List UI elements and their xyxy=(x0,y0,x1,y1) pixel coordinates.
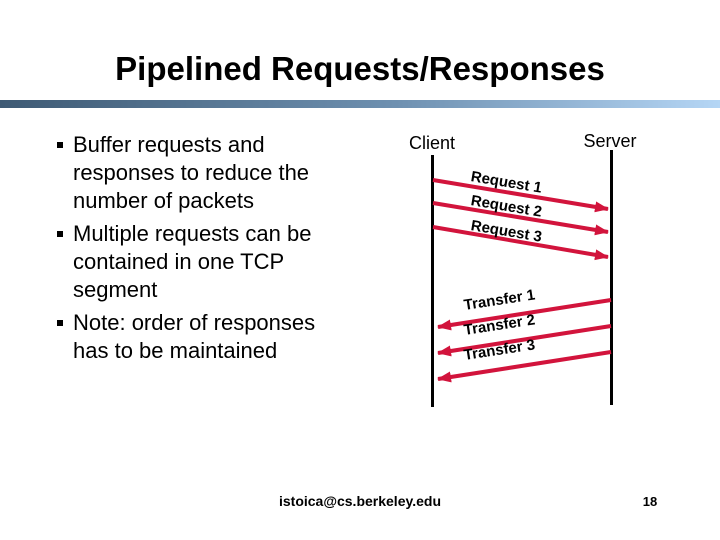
server-label: Server xyxy=(583,131,637,151)
request-1-arrow xyxy=(432,178,609,213)
list-item: Buffer requests and responses to reduce … xyxy=(55,131,345,215)
footer-email: istoica@cs.berkeley.edu xyxy=(278,493,442,509)
square-bullet-icon xyxy=(57,142,63,148)
transfer-1-label: Transfer 1 xyxy=(462,286,537,314)
transfer-3-arrow xyxy=(437,350,612,383)
transfer-1-arrow xyxy=(437,298,612,331)
footer-page-number: 18 xyxy=(642,494,658,509)
request-2-arrow xyxy=(432,201,609,236)
square-bullet-icon xyxy=(57,231,63,237)
bullet-text: Note: order of responses has to be maint… xyxy=(73,310,316,363)
bullet-text: Buffer requests and responses to reduce … xyxy=(73,132,310,213)
square-bullet-icon xyxy=(57,320,63,326)
request-1-label: Request 1 xyxy=(469,168,544,197)
request-2-label: Request 2 xyxy=(469,192,544,221)
bullet-list: Buffer requests and responses to reduce … xyxy=(55,131,345,370)
transfer-3-label: Transfer 3 xyxy=(462,336,537,364)
transfer-2-label: Transfer 2 xyxy=(462,311,537,339)
bullet-text: Multiple requests can be contained in on… xyxy=(73,221,312,302)
list-item: Multiple requests can be contained in on… xyxy=(55,220,345,304)
transfer-2-arrow xyxy=(437,324,612,357)
client-label: Client xyxy=(408,133,456,153)
request-3-label: Request 3 xyxy=(469,217,544,246)
request-3-arrow xyxy=(432,225,609,261)
title-divider-bar xyxy=(0,100,720,108)
list-item: Note: order of responses has to be maint… xyxy=(55,309,345,365)
slide-title: Pipelined Requests/Responses xyxy=(115,50,605,87)
